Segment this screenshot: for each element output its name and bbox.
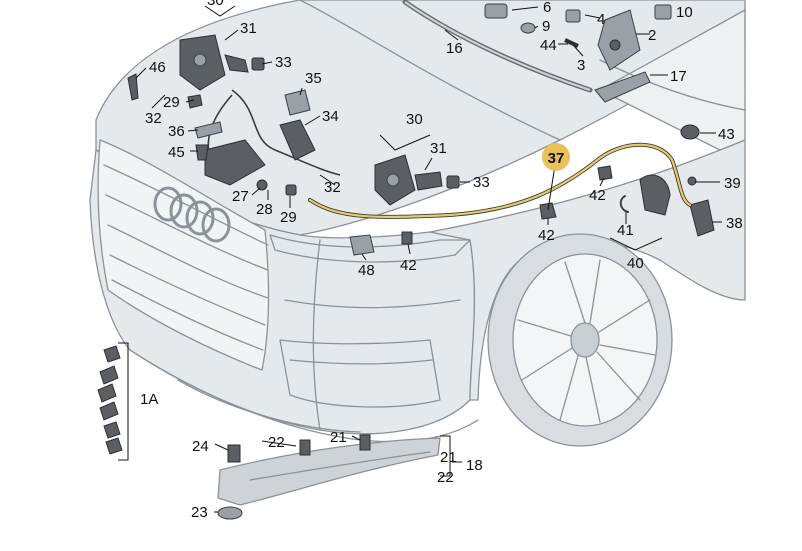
clip-42-top (597, 165, 613, 181)
buffer (565, 9, 581, 23)
callout-label-39: 39 (724, 175, 741, 192)
callout-label-31: 31 (430, 140, 447, 157)
callout-label-34: 34 (322, 108, 339, 125)
callout-label-21: 21 (330, 429, 347, 446)
bolt-27 (256, 179, 268, 191)
callout-label-6: 6 (543, 0, 551, 16)
callout-label-29: 29 (280, 209, 297, 226)
callout-label-24: 24 (192, 438, 209, 455)
callout-label-30: 30 (207, 0, 224, 9)
release-cable (308, 142, 692, 219)
clip-42-low (401, 231, 413, 245)
front-wheel (487, 233, 673, 447)
leader-lines (135, 5, 722, 513)
callout-label-43: 43 (718, 126, 735, 143)
callout-label-18: 18 (466, 457, 483, 474)
callout-label-41: 41 (617, 222, 634, 239)
callout-label-22: 22 (437, 469, 454, 486)
clip-22 (299, 439, 311, 456)
callout-label-23: 23 (191, 504, 208, 521)
callout-label-29: 29 (163, 94, 180, 111)
highlight-badge (542, 143, 570, 171)
hood-parts (402, 0, 700, 140)
grommet (680, 124, 700, 140)
hinge-clip (484, 3, 508, 19)
screw-45 (195, 144, 209, 161)
callout-label-33: 33 (275, 54, 292, 71)
callout-label-48: 48 (358, 262, 375, 279)
callout-label-44: 44 (540, 37, 557, 54)
brand-rings (153, 186, 231, 243)
grille (97, 139, 270, 371)
clip-21 (359, 434, 371, 451)
hood-hinge (597, 9, 641, 71)
screw-39 (687, 176, 697, 186)
underbody-shield (217, 434, 441, 520)
washer (520, 22, 536, 34)
bracket-48 (349, 234, 375, 256)
lock-carrier (279, 119, 316, 161)
callout-label-42: 42 (400, 257, 417, 274)
latch-bracket (204, 139, 266, 186)
callout-label-36: 36 (168, 123, 185, 140)
callout-label-42: 42 (538, 227, 555, 244)
callout-label-21: 21 (440, 449, 457, 466)
callout-label-35: 35 (305, 70, 322, 87)
release-handle (689, 199, 715, 237)
fastener-set (97, 342, 129, 461)
bolt (127, 73, 139, 101)
windshield (599, 9, 746, 151)
callout-label-27: 27 (232, 188, 249, 205)
clip-24 (227, 444, 241, 463)
support-bracket (594, 71, 651, 103)
plug-23 (217, 506, 243, 520)
lower-intake (279, 339, 441, 408)
callout-label-17: 17 (670, 68, 687, 85)
callout-label-10: 10 (676, 4, 693, 21)
callout-label-40: 40 (627, 255, 644, 272)
handle-36 (194, 121, 223, 139)
headlight (269, 234, 471, 263)
callout-label-32: 32 (324, 179, 341, 196)
callout-label-2: 2 (648, 27, 656, 44)
callout-label-31: 31 (240, 20, 257, 37)
callout-label-38: 38 (726, 215, 743, 232)
clip-33 (446, 175, 460, 189)
callout-label-28: 28 (256, 201, 273, 218)
callout-label-32: 32 (145, 110, 162, 127)
callout-label-42: 42 (589, 187, 606, 204)
callout-label-33: 33 (473, 174, 490, 191)
callout-label-9: 9 (542, 18, 550, 35)
callout-label-46: 46 (149, 59, 166, 76)
latch-parts (127, 34, 715, 256)
callout-label-22: 22 (268, 434, 285, 451)
callout-label-37: 37 (548, 150, 565, 167)
callout-label-16: 16 (446, 40, 463, 57)
callout-label-45: 45 (168, 144, 185, 161)
clip-10 (654, 4, 672, 20)
lock-cover (284, 89, 311, 116)
callout-label-4: 4 (597, 11, 605, 28)
callout-label-30: 30 (406, 111, 423, 128)
callout-label-3: 3 (577, 57, 585, 74)
release-lever (639, 174, 671, 216)
clip-29 (285, 184, 297, 196)
clip-42-mid (539, 202, 557, 220)
callout-label-1A: 1A (140, 391, 158, 408)
splash-shield (217, 437, 441, 506)
